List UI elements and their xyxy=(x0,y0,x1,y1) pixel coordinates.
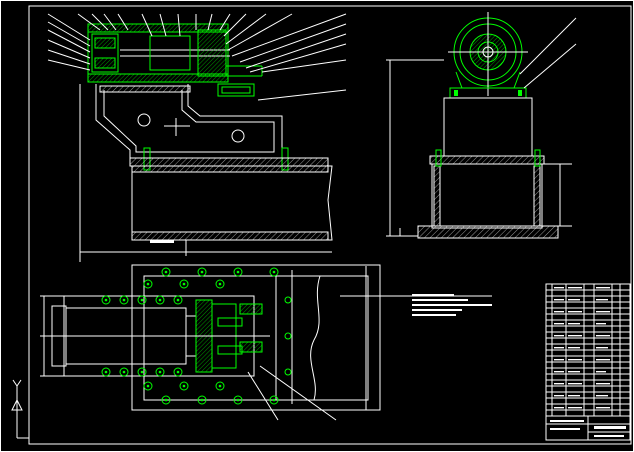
plan-view xyxy=(40,264,492,421)
ucs-axis-icon xyxy=(11,379,29,439)
sheet-inner-border xyxy=(28,5,632,445)
technical-notes xyxy=(412,294,492,316)
bolt-pattern xyxy=(101,267,292,405)
title-block xyxy=(545,283,631,441)
side-view xyxy=(386,12,577,239)
front-section-view xyxy=(47,13,347,262)
